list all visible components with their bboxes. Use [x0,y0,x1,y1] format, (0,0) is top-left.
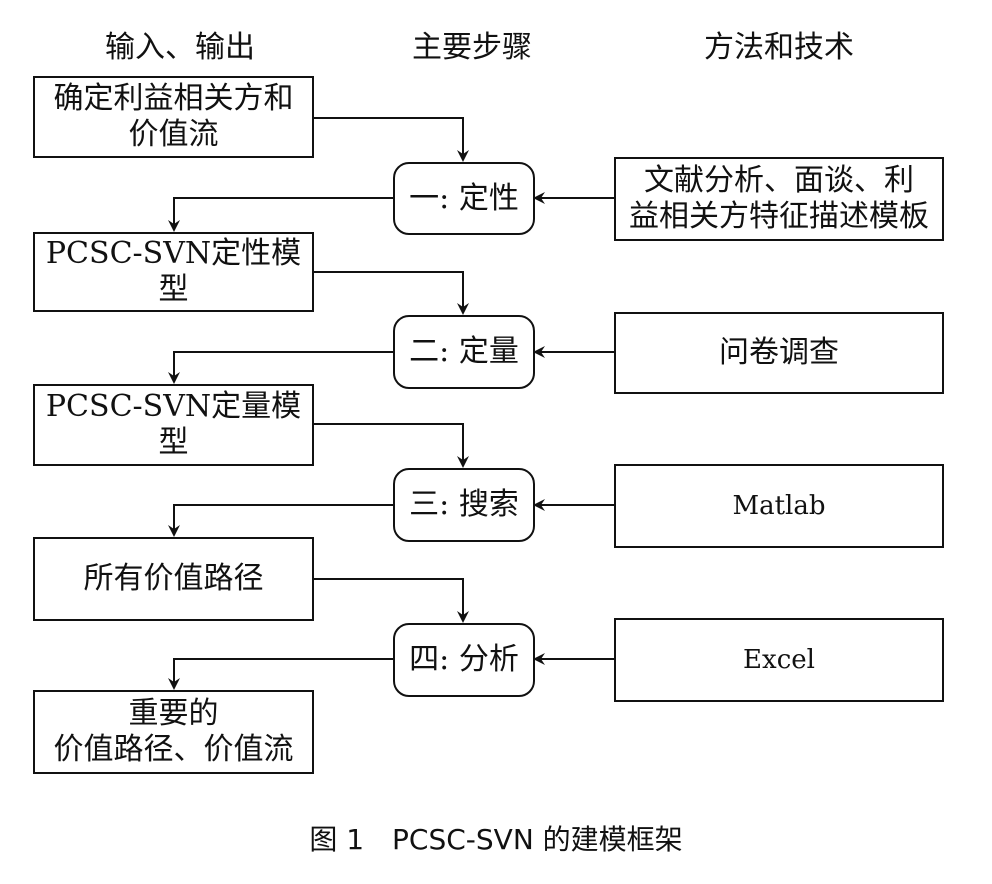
step-analysis: 四: 分析 [393,623,535,697]
output-text: PCSC-SVN定性模型 [45,236,302,307]
step-label: 二: 定量 [409,334,519,369]
output-qualitative-model: PCSC-SVN定性模型 [33,232,314,312]
output-text-line2: 价值路径、价值流 [53,732,294,767]
header-main-steps: 主要步骤 [412,30,532,65]
input-text-line2: 价值流 [128,117,219,152]
output-text: PCSC-SVN定量模型 [45,389,302,460]
figure-caption: 图 1 PCSC-SVN 的建模框架 [309,823,683,856]
input-text-line1: 确定利益相关方和 [53,81,294,116]
output-text: 所有价值路径 [83,561,264,596]
step-label: 四: 分析 [409,642,519,677]
method-text: 问卷调查 [719,335,839,370]
output-all-value-paths: 所有价值路径 [33,537,314,621]
method-text: Matlab [732,491,826,521]
method-text: Excel [743,645,815,675]
step-quantitative: 二: 定量 [393,315,535,389]
step-label: 一: 定性 [409,180,519,216]
arrow-step2-to-output [168,351,393,384]
method-excel: Excel [614,618,944,702]
step-search: 三: 搜索 [393,468,535,542]
header-methods: 方法和技术 [704,30,854,65]
output-quantitative-model: PCSC-SVN定量模型 [33,384,314,466]
step-label: 三: 搜索 [409,487,519,522]
output-text-line1: 重要的 [128,696,219,731]
header-inputs-outputs: 输入、输出 [105,30,255,65]
arrow-step1-to-output [168,197,393,232]
input-stakeholders-value-flow: 确定利益相关方和价值流 [33,76,314,158]
arrow-input1-to-step1 [314,117,469,162]
step-qualitative: 一: 定性 [393,162,535,235]
arrow-input3-to-step3 [314,423,469,468]
arrow-step4-to-output [168,658,393,690]
method-text-line1: 文献分析、面谈、利 [644,163,914,198]
arrow-input4-to-step4 [314,578,469,623]
arrow-input2-to-step2 [314,271,469,315]
method-matlab: Matlab [614,464,944,548]
method-text-line2: 益相关方特征描述模板 [629,199,929,234]
method-literature-interview: 文献分析、面谈、利益相关方特征描述模板 [614,157,944,241]
output-important-value-paths: 重要的价值路径、价值流 [33,690,314,774]
arrow-step3-to-output [168,504,393,537]
method-questionnaire: 问卷调查 [614,312,944,394]
